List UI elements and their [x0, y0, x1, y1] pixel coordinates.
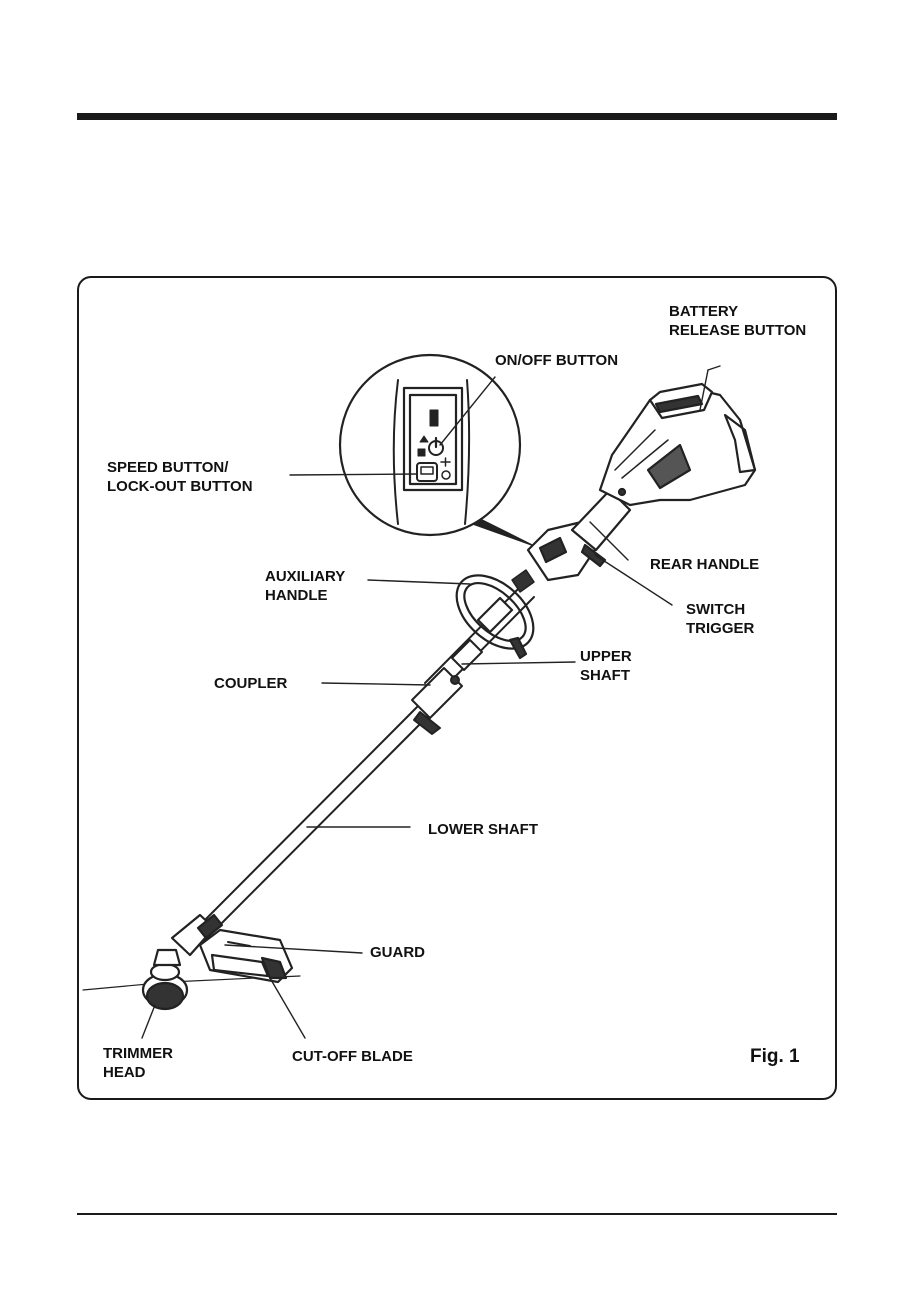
label-upper-shaft: UPPER SHAFT: [580, 647, 632, 685]
coupler: [412, 640, 482, 734]
motor-housing: [600, 384, 755, 505]
label-lower-shaft: LOWER SHAFT: [428, 820, 538, 839]
trimmer-head: [143, 950, 187, 1009]
lower-shaft: [190, 700, 434, 945]
label-speed-lockout: SPEED BUTTON/ LOCK-OUT BUTTON: [107, 458, 253, 496]
label-on-off: ON/OFF BUTTON: [495, 351, 618, 370]
rear-handle: [528, 490, 630, 580]
label-battery-release: BATTERY RELEASE BUTTON: [669, 302, 806, 340]
label-coupler: COUPLER: [214, 674, 287, 693]
label-trimmer-head: TRIMMER HEAD: [103, 1044, 173, 1082]
auxiliary-handle: [443, 561, 547, 663]
label-guard: GUARD: [370, 943, 425, 962]
label-cut-off-blade: CUT-OFF BLADE: [292, 1047, 413, 1066]
label-auxiliary-handle: AUXILIARY HANDLE: [265, 567, 345, 605]
figure-label: Fig. 1: [750, 1046, 800, 1068]
label-switch-trigger: SWITCH TRIGGER: [686, 600, 754, 638]
footer-rule: [77, 1213, 837, 1215]
label-rear-handle: REAR HANDLE: [650, 555, 759, 574]
magnifier-detail: [340, 355, 532, 545]
